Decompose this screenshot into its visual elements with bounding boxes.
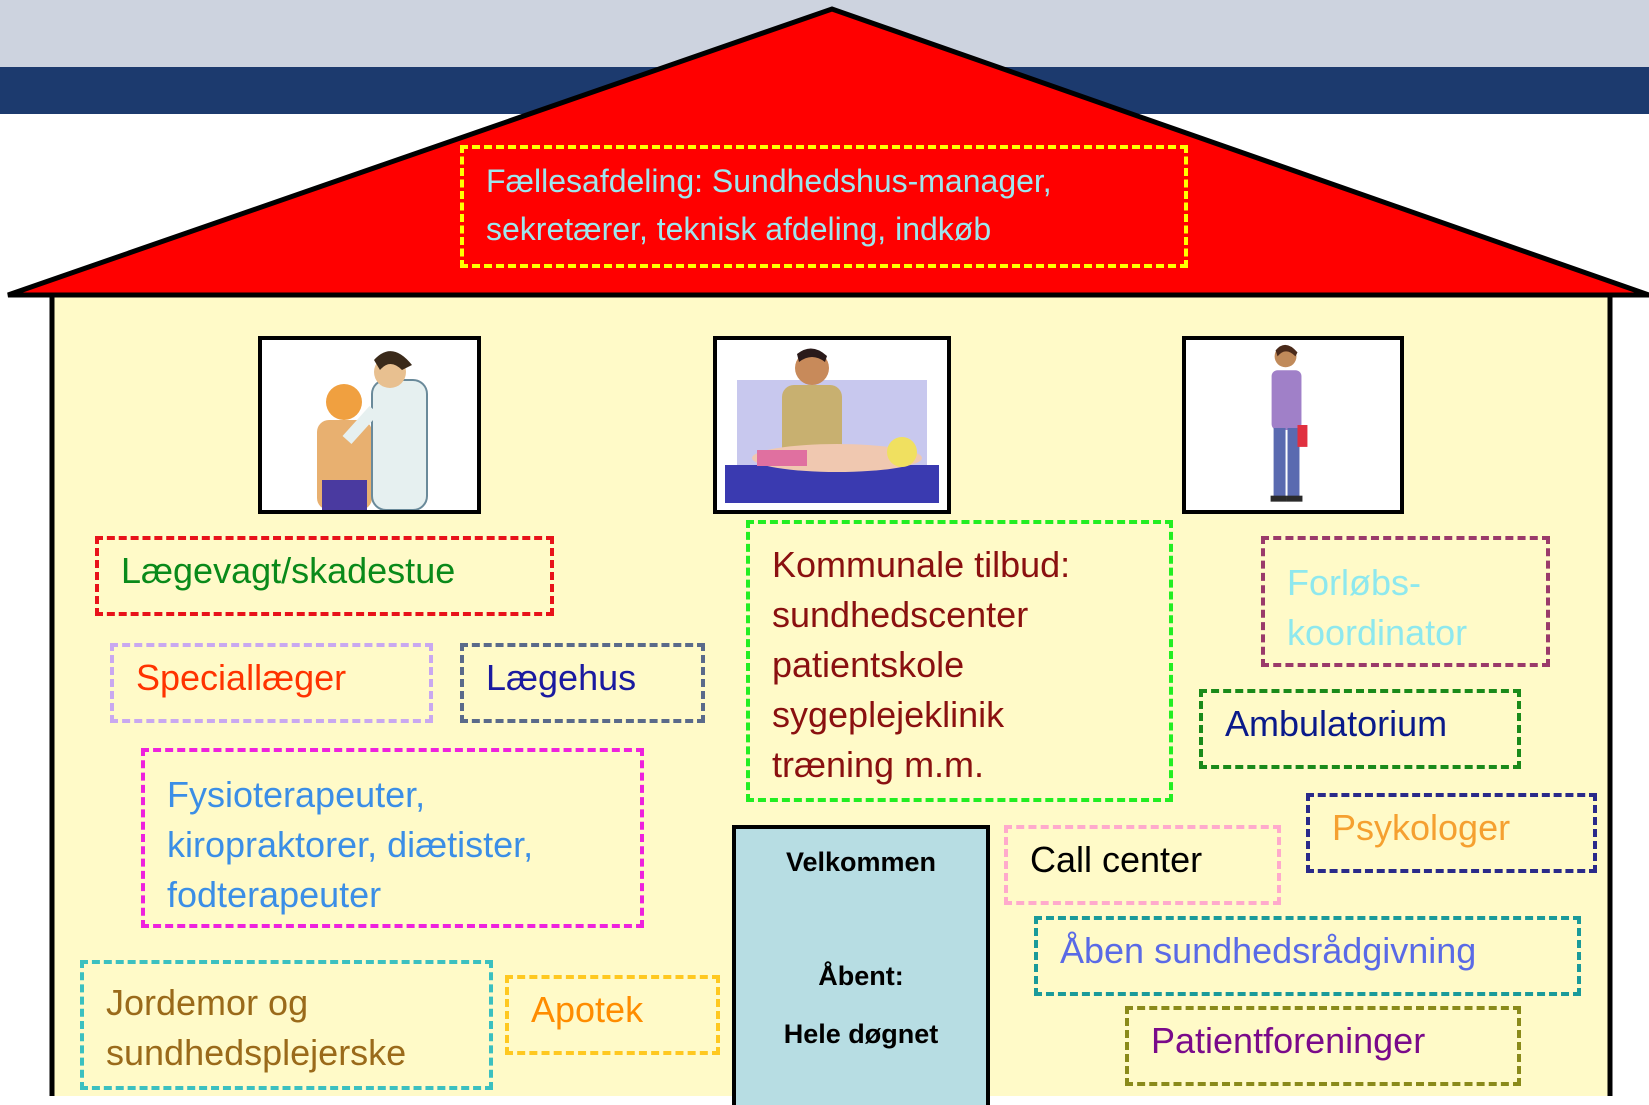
laegehus-text: Lægehus — [486, 657, 637, 698]
doctor-picture — [258, 336, 481, 514]
box-fysioterapeuter: Fysioterapeuter, kiropraktorer, diætiste… — [141, 748, 644, 928]
door-open-hours: Hele døgnet — [783, 1019, 939, 1049]
box-speciallaeger: Speciallæger — [110, 643, 433, 723]
aaben-text: Åben sundhedsrådgivning — [1060, 930, 1477, 971]
house-roof — [7, 6, 1649, 298]
standing-woman-icon — [1270, 344, 1308, 502]
door-welcome: Velkommen — [785, 847, 937, 877]
door-open-label: Åbent: — [818, 961, 904, 991]
callcenter-text: Call center — [1030, 839, 1203, 880]
roof-box: Fællesafdeling: Sundhedshus-manager, sek… — [460, 145, 1188, 268]
fysioterapeuter-text: Fysioterapeuter, kiropraktorer, diætiste… — [167, 774, 534, 915]
kommunale-text: Kommunale tilbud: sundhedscenter patient… — [772, 544, 1071, 785]
roof-box-text: Fællesafdeling: Sundhedshus-manager, sek… — [486, 163, 1052, 247]
box-laegehus: Lægehus — [460, 643, 705, 723]
box-laegevagt: Lægevagt/skadestue — [95, 536, 554, 616]
psykologer-text: Psykologer — [1332, 807, 1511, 848]
speciallaeger-text: Speciallæger — [136, 657, 347, 698]
massage-picture — [713, 336, 951, 514]
box-forloebs: Forløbs- koordinator — [1261, 536, 1550, 667]
box-ambulatorium: Ambulatorium — [1199, 689, 1521, 769]
patientforeninger-text: Patientforeninger — [1151, 1020, 1426, 1061]
box-psykologer: Psykologer — [1306, 793, 1597, 873]
jordemor-text: Jordemor og sundhedsplejerske — [106, 982, 407, 1073]
laegevagt-text: Lægevagt/skadestue — [121, 550, 456, 591]
box-aaben: Åben sundhedsrådgivning — [1034, 916, 1581, 996]
box-kommunale: Kommunale tilbud: sundhedscenter patient… — [746, 520, 1173, 802]
forloebs-text: Forløbs- koordinator — [1287, 562, 1468, 653]
box-callcenter: Call center — [1004, 825, 1281, 905]
box-jordemor: Jordemor og sundhedsplejerske — [80, 960, 493, 1090]
box-apotek: Apotek — [505, 975, 720, 1055]
woman-picture — [1182, 336, 1404, 514]
doctor-examining-patient-icon — [317, 351, 428, 510]
massage-therapist-icon — [725, 348, 939, 503]
apotek-text: Apotek — [531, 989, 644, 1030]
entrance-door: Velkommen Åbent: Hele døgnet — [732, 825, 990, 1105]
ambulatorium-text: Ambulatorium — [1225, 703, 1448, 744]
box-patientforeninger: Patientforeninger — [1125, 1006, 1521, 1086]
